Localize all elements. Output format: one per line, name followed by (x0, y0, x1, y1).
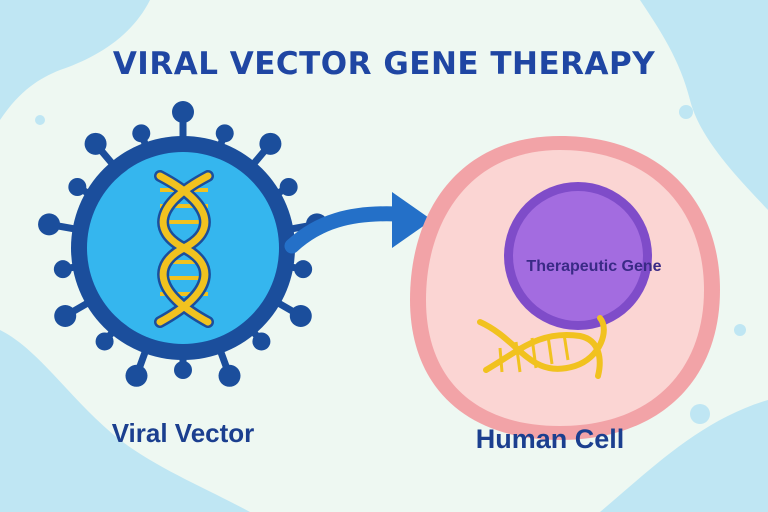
therapeutic-gene-label: Therapeutic Gene (526, 258, 662, 275)
virus-spike-knob (218, 364, 241, 387)
cell-icon (410, 136, 720, 440)
viral-vector-label: Viral Vector (111, 418, 255, 448)
virus-spike-knob (174, 361, 192, 379)
bubble (679, 105, 693, 119)
virus-spike-knob (252, 332, 271, 351)
arrow-icon (284, 192, 432, 254)
bubble (734, 324, 746, 336)
virus-spike-knob (132, 124, 151, 143)
virus-spike-knob (279, 178, 298, 196)
virus-spike-knob (215, 124, 234, 143)
dna-helix-icon (154, 170, 214, 328)
virus-spike-knob (84, 132, 107, 155)
nucleus-core (513, 191, 643, 321)
virus-spike-knob (125, 364, 148, 387)
virus-spike-knob (172, 101, 194, 123)
bubble (690, 404, 710, 424)
bubble (35, 115, 45, 125)
virus-spike-knob (289, 305, 312, 327)
blob-top-right (640, 0, 768, 210)
virus-icon (38, 101, 328, 387)
blob-bottom-left (0, 330, 250, 512)
cell-dna-helix-icon (477, 315, 607, 379)
blob-top-left (0, 0, 150, 120)
virus-spike-knob (259, 132, 282, 155)
bubble (721, 33, 739, 51)
virus-spike-knob (54, 305, 77, 327)
bubble (54, 386, 66, 398)
page-title: VIRAL VECTOR GENE THERAPY (112, 46, 656, 82)
virus-spike-knob (95, 332, 114, 351)
blob-bottom-right (600, 400, 768, 512)
virus-spike-knob (68, 178, 87, 196)
virus-spike-knob (294, 260, 313, 279)
human-cell-label: Human Cell (475, 424, 625, 454)
virus-spike-knob (53, 260, 72, 279)
virus-spike-knob (38, 213, 61, 236)
